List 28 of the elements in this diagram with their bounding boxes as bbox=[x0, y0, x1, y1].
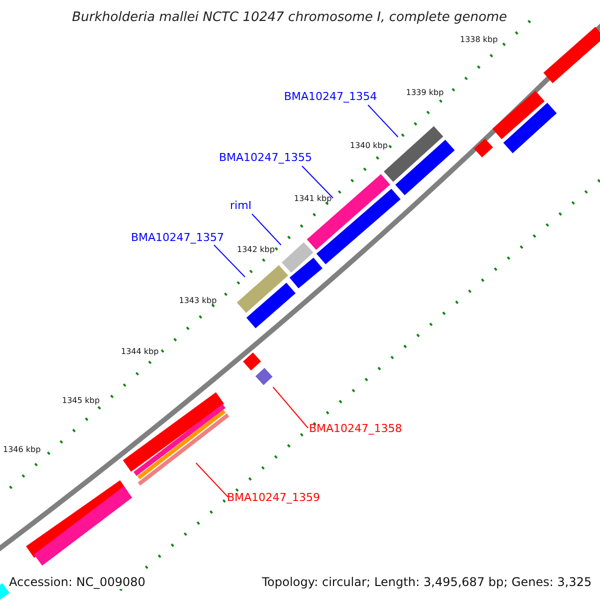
gene-bar bbox=[236, 265, 288, 313]
gene-label: BMA10247_1355 bbox=[219, 151, 312, 164]
gene-bar bbox=[137, 410, 226, 480]
tick-label: 1342 kbp bbox=[237, 245, 275, 254]
tick-label: 1339 kbp bbox=[406, 88, 444, 97]
gene-label: rimI bbox=[230, 199, 252, 212]
accession-text: Accession: NC_009080 bbox=[9, 575, 146, 589]
tick-label: 1344 kbp bbox=[121, 347, 159, 356]
tick-label: 1341 kbp bbox=[294, 194, 332, 203]
leader-line bbox=[196, 462, 228, 498]
tick-label: 1343 kbp bbox=[179, 296, 217, 305]
tick-label: 1338 kbp bbox=[460, 35, 498, 44]
gene-bar bbox=[282, 242, 314, 273]
gene-bar bbox=[255, 368, 273, 386]
tick-label: 1345 kbp bbox=[62, 396, 100, 405]
gene-label: BMA10247_1359 bbox=[227, 491, 320, 504]
tick-label: 1346 kbp bbox=[3, 445, 41, 454]
gene-label: BMA10247_1354 bbox=[284, 90, 378, 103]
map-title: Burkholderia mallei NCTC 10247 chromosome I, complete genome bbox=[72, 10, 508, 25]
leader-line bbox=[368, 104, 398, 138]
leader-line bbox=[272, 386, 308, 428]
leader-line bbox=[214, 244, 246, 278]
gene-label: BMA10247_1357 bbox=[131, 231, 224, 244]
gene-label: BMA10247_1358 bbox=[309, 422, 402, 435]
leader-line bbox=[302, 166, 334, 198]
leader-line bbox=[252, 214, 282, 246]
genome-summary-text: Topology: circular; Length: 3,495,687 bp; Genes: 3,325 bbox=[262, 575, 592, 589]
tick-label: 1340 kbp bbox=[350, 141, 388, 150]
